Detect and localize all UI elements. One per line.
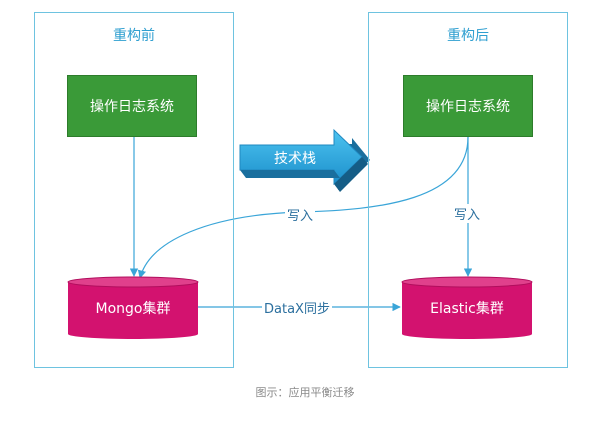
es-cluster-cylinder — [401, 276, 533, 339]
panel-after: 重构后 — [368, 12, 568, 368]
panel-after-title: 重构后 — [447, 28, 489, 44]
edge-after-write-label: 写入 — [452, 204, 483, 223]
log-system-after-label: 操作日志系统 — [426, 99, 510, 115]
log-system-before-label: 操作日志系统 — [90, 99, 174, 115]
panel-before-title: 重构前 — [113, 28, 155, 44]
log-system-after: 操作日志系统 — [403, 75, 533, 137]
figure-caption: 图示：应用平衡迁移 — [255, 386, 355, 399]
mongo-cluster-label: Mongo集群 — [95, 301, 171, 317]
mongo-cluster-cylinder — [67, 276, 199, 339]
edge-cross-write-label: 写入 — [285, 205, 316, 224]
log-system-before: 操作日志系统 — [67, 75, 197, 137]
tech-stack-label: 技术栈 — [274, 151, 316, 167]
panel-before: 重构前 — [34, 12, 234, 368]
tech-stack-arrow — [239, 128, 370, 192]
es-cluster-label: Elastic集群 — [430, 301, 504, 317]
edge-datax-label: DataX同步 — [262, 298, 332, 317]
